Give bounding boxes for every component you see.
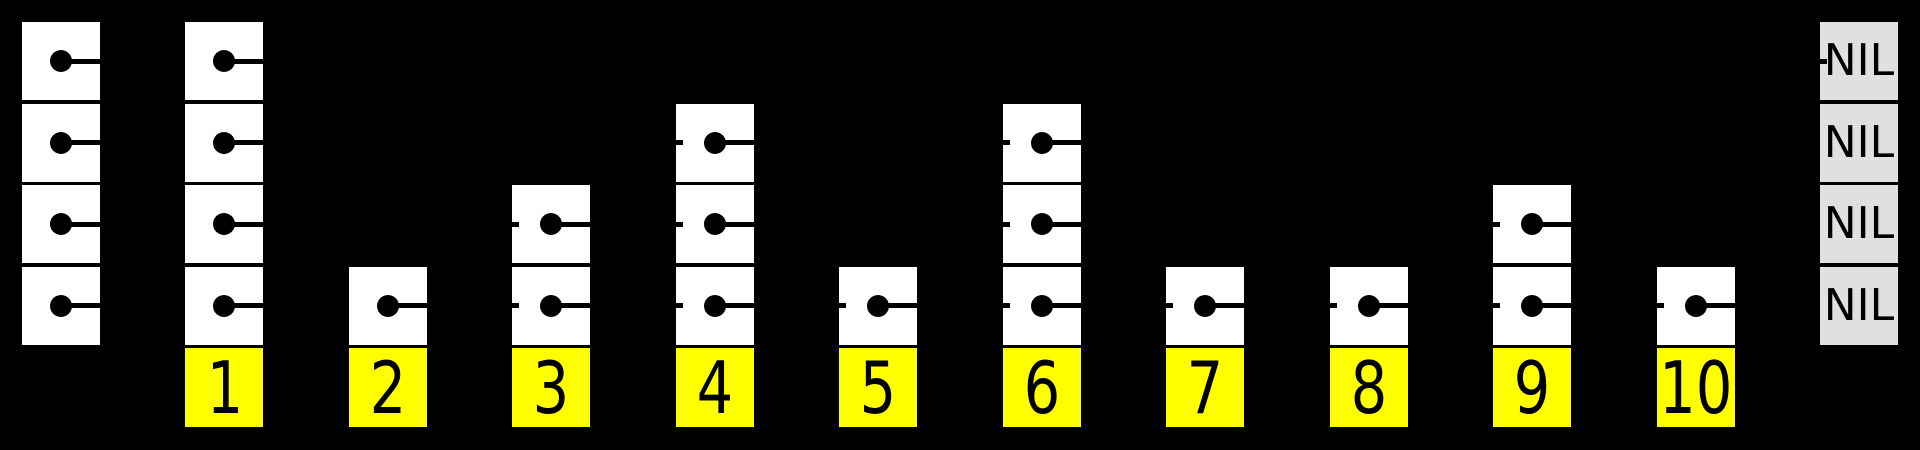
pointer-line (387, 303, 427, 308)
node-key-label: 9 (1513, 345, 1551, 430)
node-pointer-cell (1000, 185, 1081, 263)
incoming-arrow-tick-icon (510, 221, 520, 227)
nil-label: NIL (1823, 35, 1895, 86)
node-key-cell: 4 (675, 345, 754, 430)
node-key-cell: 3 (512, 345, 591, 430)
node-key-label: 6 (1023, 345, 1061, 430)
pointer-line (551, 221, 591, 227)
node-pointer-cell (673, 185, 754, 263)
node-pointer-cell (185, 185, 264, 263)
node-pointer-cell (510, 266, 591, 345)
node-key-label: 5 (859, 345, 897, 430)
pointer-line (1532, 221, 1572, 227)
head-pointer-cell (22, 266, 100, 345)
pointer-line (1041, 140, 1081, 145)
head-pointer-cell (22, 22, 100, 100)
pointer-line (1205, 303, 1245, 308)
pointer-line (61, 221, 100, 227)
node-key-label: 4 (696, 345, 734, 430)
pointer-line (551, 303, 591, 308)
node-key-label: 2 (369, 345, 407, 430)
pointer-line (1041, 303, 1081, 308)
node-key-label: 3 (533, 345, 570, 430)
node-pointer-cell (510, 185, 591, 263)
node-key-cell: 10 (1656, 345, 1735, 430)
incoming-arrow-tick-icon (673, 303, 683, 308)
nil-cell: NIL (1819, 266, 1898, 345)
incoming-arrow-tick-icon (1164, 303, 1174, 308)
node-pointer-cell (348, 266, 427, 345)
node-key-label: 8 (1350, 345, 1387, 430)
node-key-label: 1 (206, 345, 243, 430)
incoming-arrow-tick-icon (837, 303, 847, 308)
incoming-arrow-tick-icon (673, 140, 683, 145)
node-pointer-cell (185, 266, 264, 345)
head-pointer-cell (22, 185, 100, 263)
nil-cell: NIL (1819, 185, 1898, 263)
pointer-line (714, 140, 754, 145)
nil-cell: NIL (1817, 22, 1898, 100)
incoming-arrow-tick-icon (1000, 221, 1010, 227)
node-pointer-cell (1164, 266, 1245, 345)
node-pointer-cell (185, 22, 264, 100)
nil-label: NIL (1823, 198, 1895, 249)
pointer-line (61, 303, 100, 308)
pointer-line (224, 58, 264, 64)
node-key-cell: 6 (1002, 345, 1081, 430)
node-key-cell: 9 (1493, 345, 1572, 430)
node-pointer-cell (1491, 185, 1572, 263)
pointer-line (1368, 303, 1408, 308)
pointer-line (1695, 303, 1735, 308)
node-pointer-cell (1327, 266, 1408, 345)
incoming-arrow-tick-icon (1491, 221, 1501, 227)
node-pointer-cell (1000, 103, 1081, 182)
pointer-line (224, 303, 264, 308)
incoming-arrow-tick-icon (1000, 303, 1010, 308)
pointer-line (1532, 303, 1572, 308)
incoming-arrow-tick-icon (510, 303, 520, 308)
node-pointer-cell (673, 266, 754, 345)
node-pointer-cell (673, 103, 754, 182)
pointer-line (224, 221, 264, 227)
pointer-line (61, 58, 100, 64)
node-pointer-cell (1491, 266, 1572, 345)
incoming-arrow-tick-icon (1327, 303, 1337, 308)
node-pointer-cell (837, 266, 918, 345)
head-pointer-cell (22, 103, 100, 182)
node-pointer-cell (185, 103, 264, 182)
pointer-line (1041, 221, 1081, 227)
node-key-cell: 8 (1329, 345, 1408, 430)
pointer-line (224, 140, 264, 145)
nil-cell: NIL (1819, 103, 1898, 182)
pointer-line (714, 303, 754, 308)
node-key-label: 7 (1186, 345, 1224, 430)
pointer-line (61, 140, 100, 145)
node-key-label: 10 (1658, 345, 1733, 430)
incoming-arrow-tick-icon (1491, 303, 1501, 308)
node-pointer-cell (1654, 266, 1735, 345)
node-pointer-cell (1000, 266, 1081, 345)
incoming-arrow-tick-icon (1000, 140, 1010, 145)
nil-label: NIL (1823, 116, 1895, 168)
node-key-cell: 1 (185, 345, 264, 430)
incoming-arrow-tick-icon (673, 221, 683, 227)
pointer-line (714, 221, 754, 227)
incoming-arrow-tick-icon (1817, 58, 1827, 64)
node-key-cell: 7 (1166, 345, 1245, 430)
node-key-cell: 2 (348, 345, 427, 430)
nil-label: NIL (1823, 279, 1895, 331)
pointer-line (878, 303, 918, 308)
incoming-arrow-tick-icon (1654, 303, 1664, 308)
node-key-cell: 5 (839, 345, 918, 430)
